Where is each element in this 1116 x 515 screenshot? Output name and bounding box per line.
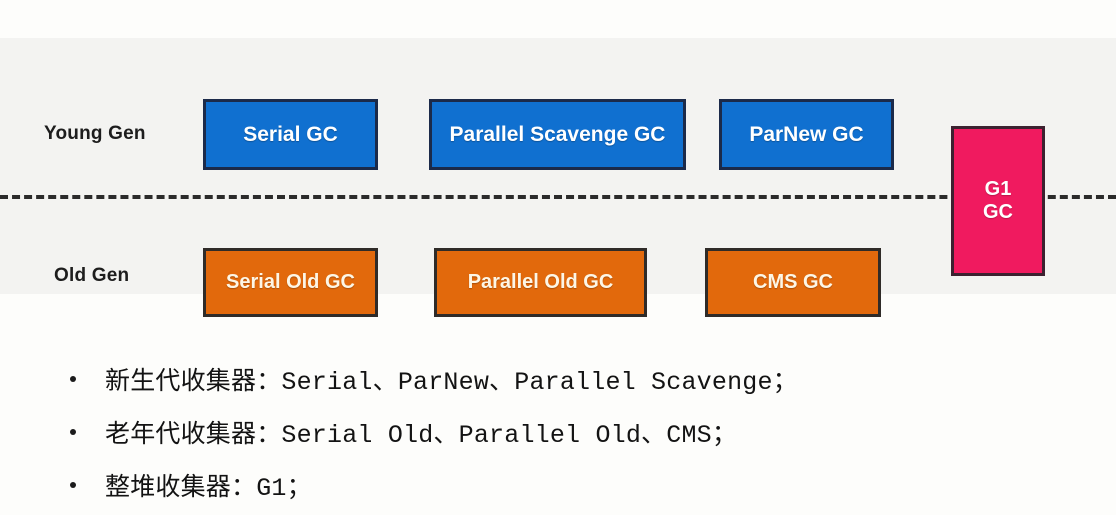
list-item: 老年代收集器：Serial Old、Parallel Old、CMS；	[0, 405, 1116, 458]
gc-box-parallel-old-gc: Parallel Old GC	[434, 248, 647, 317]
bullet-point-icon	[70, 428, 76, 435]
gc-collectors-diagram: Young Gen Old Gen Serial GC Parallel Sca…	[0, 38, 1116, 317]
gc-box-cms-gc: CMS GC	[705, 248, 881, 317]
gc-box-g1-gc-line2: GC	[983, 201, 1013, 223]
gc-box-g1-gc-line1: G1	[984, 178, 1012, 200]
gc-box-serial-old-gc: Serial Old GC	[203, 248, 378, 317]
list-item-value: G1；	[256, 473, 312, 503]
list-item: 整堆收集器：G1；	[0, 458, 1116, 511]
bullet-point-icon	[70, 375, 76, 382]
gc-box-parallel-scavenge-gc: Parallel Scavenge GC	[429, 99, 686, 170]
old-gen-row-label: Old Gen	[54, 265, 130, 286]
bullet-point-icon	[70, 481, 76, 488]
list-item-cjk-prefix: 老年代收集器：	[105, 418, 282, 448]
list-item-text: 新生代收集器：Serial、ParNew、Parallel Scavenge；	[105, 361, 798, 397]
list-item-cjk-prefix: 新生代收集器：	[105, 365, 282, 395]
collector-summary-list: 新生代收集器：Serial、ParNew、Parallel Scavenge； …	[0, 352, 1116, 511]
list-item-value: Serial Old、Parallel Old、CMS；	[281, 420, 738, 450]
generation-divider-dashed-line	[0, 195, 1116, 199]
list-item-text: 整堆收集器：G1；	[105, 467, 312, 503]
gc-box-parnew-gc: ParNew GC	[719, 99, 894, 170]
young-gen-row-label: Young Gen	[44, 123, 146, 144]
list-item-text: 老年代收集器：Serial Old、Parallel Old、CMS；	[105, 414, 737, 450]
gc-box-g1-gc: G1 GC	[951, 126, 1045, 276]
list-item-cjk-prefix: 整堆收集器：	[105, 471, 257, 501]
gc-box-serial-gc: Serial GC	[203, 99, 378, 170]
list-item: 新生代收集器：Serial、ParNew、Parallel Scavenge；	[0, 352, 1116, 405]
list-item-value: Serial、ParNew、Parallel Scavenge；	[281, 367, 798, 397]
